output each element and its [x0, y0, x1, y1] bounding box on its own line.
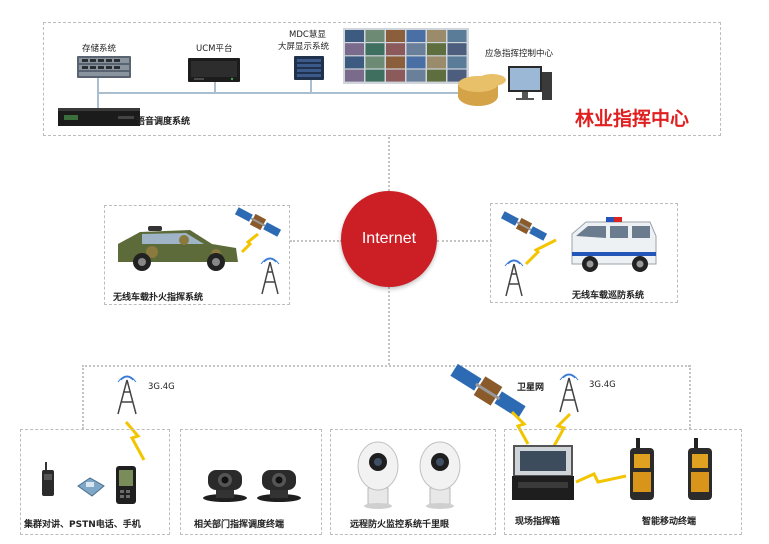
bus-drop-storage [97, 78, 99, 108]
drop-right [689, 365, 691, 429]
video-wall-tile [345, 56, 364, 69]
ucm-server-icon [188, 58, 240, 82]
video-wall-tile [386, 69, 405, 82]
satellite-network-label: 卫星网 [517, 383, 545, 393]
terminal-box-1 [20, 429, 170, 535]
satellite-icon-right-vehicle [500, 211, 548, 241]
video-wall-tile [447, 56, 467, 69]
dome-camera-icon-1 [357, 441, 399, 509]
signal-bolt-3g-right [552, 412, 572, 447]
tower-icon-left-vehicle [260, 257, 280, 295]
storage-label: 存储系统 [82, 44, 117, 54]
internet-node: Internet [341, 191, 437, 287]
video-wall-tile [427, 69, 446, 82]
dome-camera-icon-2 [419, 441, 461, 509]
fire-vehicle-icon [118, 226, 238, 271]
signal-bolt-satellite [510, 410, 530, 445]
terminal-box-4 [504, 429, 742, 535]
ptz-camera-icon-2 [257, 470, 301, 502]
field-command-box-icon [512, 445, 574, 500]
mdc-label-line2: 大屏显示系统 [278, 42, 330, 52]
video-wall-tile [447, 69, 467, 82]
storage-server-icon [77, 56, 131, 78]
vehicle-right-box [490, 203, 678, 303]
command-center-box [43, 22, 721, 136]
mobile-phone-icon [116, 466, 136, 504]
video-wall-tile [365, 56, 385, 69]
video-wall-tile [406, 69, 426, 82]
network-3g-left-label: 3G.4G [148, 382, 175, 392]
satellite-icon-left-vehicle [234, 207, 282, 237]
ptz-camera-icon-1 [203, 470, 247, 502]
video-wall-tile [406, 43, 426, 56]
link-left-vehicle [290, 240, 342, 242]
vehicle-left-box [104, 205, 290, 305]
emergency-label: 应急指挥控制中心 [485, 49, 554, 59]
video-wall-tile [345, 69, 364, 82]
terminal-label-4: 现场指挥箱 [515, 517, 561, 527]
link-internet-bottom [388, 287, 390, 365]
ucm-label: UCM平台 [196, 44, 233, 54]
video-wall-tile [365, 43, 385, 56]
bottom-bus [82, 365, 690, 367]
terminal-label-2: 相关部门指挥调度终端 [194, 520, 285, 530]
terminal-label-5: 智能移动终端 [642, 517, 697, 527]
bus-drop-ucm [214, 82, 216, 93]
video-wall-tile [386, 43, 405, 56]
tower-icon-right-vehicle [504, 259, 524, 297]
video-wall-tile [447, 43, 467, 56]
mdc-label-line1: MDC慧显 [289, 30, 326, 40]
video-wall-tile [365, 69, 385, 82]
video-wall-tile [345, 30, 364, 42]
terminal-label-3: 远程防火监控系统千里眼 [350, 520, 450, 530]
link-center-internet [388, 137, 390, 191]
voice-dispatch-icon [58, 108, 140, 126]
mobile-terminal-icon-1 [630, 438, 654, 500]
terminal-label-1: 集群对讲、PSTN电话、手机 [24, 520, 141, 530]
drop-left [82, 365, 84, 429]
video-wall-tile [365, 30, 385, 42]
signal-bolt-left-vehicle [240, 232, 259, 254]
vehicle-left-label: 无线车载扑火指挥系统 [113, 293, 204, 303]
bus-line [97, 92, 485, 94]
video-wall-tile [386, 30, 405, 42]
video-wall-tile [406, 30, 426, 42]
emergency-desk-icon [458, 66, 552, 106]
mdc-device-icon [294, 56, 324, 80]
patrol-vehicle-icon [571, 217, 657, 272]
video-wall-tile [386, 56, 405, 69]
video-wall-icon [343, 28, 469, 84]
voice-dispatch-label: 语音调度系统 [136, 117, 191, 127]
pstn-phone-icon [77, 477, 105, 497]
video-wall-tile [427, 56, 446, 69]
signal-bolt-field-box [575, 472, 627, 484]
walkie-talkie-icon [42, 462, 54, 496]
signal-bolt-right-vehicle [524, 238, 557, 266]
video-wall-tile [345, 43, 364, 56]
terminal-box-2 [180, 429, 322, 535]
tower-icon-3g-left [117, 375, 137, 415]
tower-icon-3g-right [559, 373, 579, 413]
network-3g-right-label: 3G.4G [589, 380, 616, 390]
vehicle-right-label: 无线车载巡防系统 [572, 291, 645, 301]
bus-drop-mdc [310, 80, 312, 93]
video-wall-tile [406, 56, 426, 69]
video-wall-tile [427, 30, 446, 42]
satellite-icon-network [450, 363, 526, 419]
video-wall-tile [427, 43, 446, 56]
command-center-title: 林业指挥中心 [575, 108, 690, 130]
mobile-terminal-icon-2 [688, 438, 712, 500]
link-right-vehicle [437, 240, 492, 242]
terminal-box-3 [330, 429, 496, 535]
video-wall-tile [447, 30, 467, 42]
